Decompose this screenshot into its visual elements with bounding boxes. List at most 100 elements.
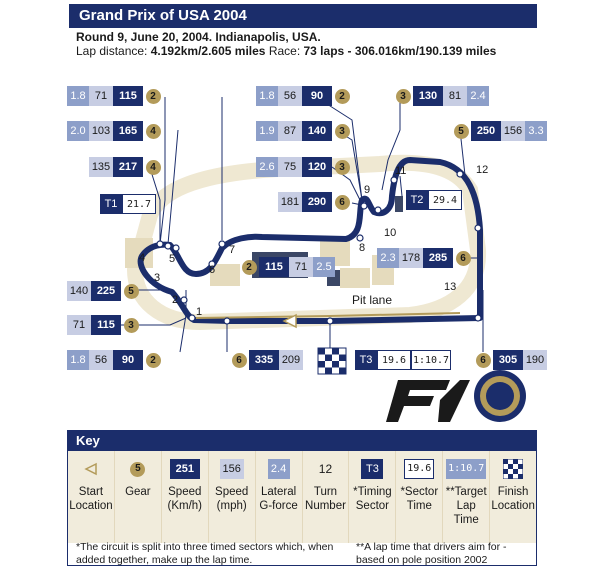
gear-value: 2 xyxy=(332,86,352,106)
start-marker xyxy=(282,313,297,329)
pit-lane-label: Pit lane xyxy=(352,293,393,307)
gear-badge: 3 xyxy=(395,88,411,104)
gear-badge: 3 xyxy=(123,317,139,333)
turn-label-11: 11 xyxy=(395,165,407,177)
kmh-sample: 251 xyxy=(169,459,200,479)
note-sectors: *The circuit is split into three timed s… xyxy=(76,541,334,566)
gear-badge: 6 xyxy=(231,352,247,368)
speed-mph-value: 178 xyxy=(399,248,423,268)
turn-markers xyxy=(156,170,482,325)
lateral-g-value: 1.8 xyxy=(67,350,89,370)
speed-mph-value: 56 xyxy=(278,86,302,106)
turn-label-9: 9 xyxy=(364,184,371,196)
speed-kmh-value: 115 xyxy=(91,315,121,335)
speed-kmh-value: 90 xyxy=(302,86,332,106)
speed-kmh-value: 285 xyxy=(423,248,453,268)
gear-icon: 5 xyxy=(128,459,148,479)
speed-kmh-value: 140 xyxy=(302,121,332,141)
speed-kmh-value: 130 xyxy=(413,86,443,106)
gear-badge: 5 xyxy=(123,283,139,299)
speed-mph-value: 81 xyxy=(443,86,467,106)
speed-mph-value: 56 xyxy=(89,350,113,370)
turn-label-13: 13 xyxy=(444,281,457,293)
speed-mph-value: 71 xyxy=(67,315,91,335)
connector-lines xyxy=(95,96,484,353)
gear-value: 4 xyxy=(143,121,163,141)
key-label: Finish Location xyxy=(491,486,535,512)
gear-value: 6 xyxy=(473,350,493,370)
speed-mph-value: 209 xyxy=(279,350,303,370)
lateral-g-value: 1.8 xyxy=(256,86,278,106)
timing-sector-label: T2 xyxy=(406,190,428,210)
speed-mph-value: 140 xyxy=(67,281,91,301)
gear-value: 4 xyxy=(143,157,163,177)
gear-badge: 6 xyxy=(334,194,350,210)
turn-icon: 12 xyxy=(318,462,333,476)
turn-label-10: 10 xyxy=(384,227,397,239)
key-item-tsec: T3*Timing Sector xyxy=(349,451,397,543)
speed-mph-value: 71 xyxy=(289,257,313,277)
key-label: Turn Number xyxy=(305,486,346,512)
gear-value: 2 xyxy=(143,350,163,370)
mph-icon: 156 xyxy=(219,459,244,479)
start-icon xyxy=(84,459,98,479)
gear-sample: 5 xyxy=(128,459,148,479)
sector-time-value: 19.6 xyxy=(377,350,411,370)
gear-badge: 5 xyxy=(130,461,146,477)
target-lap-sample: 1:10.7 xyxy=(446,459,487,479)
gear-badge: 4 xyxy=(145,123,161,139)
gear-badge: 4 xyxy=(145,159,161,175)
speed-kmh-value: 225 xyxy=(91,281,121,301)
key-item-target: 1:10.7**Target Lap Time xyxy=(443,451,491,543)
timing-sector-label: T1 xyxy=(100,194,122,214)
key-label: Speed (Km/h) xyxy=(167,486,203,512)
gear-badge: 3 xyxy=(334,159,350,175)
lateral-g-value: 3.3 xyxy=(525,121,547,141)
pit-lane xyxy=(195,312,461,319)
note-target: **A lap time that drivers aim for - base… xyxy=(356,541,507,566)
gear-value: 3 xyxy=(393,86,413,106)
lateral-g-value: 2.4 xyxy=(467,86,489,106)
gear-badge: 6 xyxy=(455,250,471,266)
speed-kmh-value: 305 xyxy=(493,350,523,370)
speed-kmh-value: 115 xyxy=(259,257,289,277)
speed-kmh-value: 165 xyxy=(113,121,143,141)
tsec-sample: T3 xyxy=(361,459,384,479)
distance-info: Lap distance: 4.192km/2.605 miles Race: … xyxy=(76,44,497,58)
speed-mph-value: 135 xyxy=(89,157,113,177)
speed-mph-value: 181 xyxy=(278,192,302,212)
gear-value: 6 xyxy=(332,192,352,212)
fia-logo xyxy=(474,370,526,422)
key-heading: Key xyxy=(68,431,536,451)
kmh-icon: 251 xyxy=(169,459,200,479)
lateral-g-value: 2.6 xyxy=(256,157,278,177)
gear-value: 3 xyxy=(332,121,352,141)
key-label: Gear xyxy=(125,486,151,498)
lateral-g-value: 1.9 xyxy=(256,121,278,141)
speed-mph-value: 75 xyxy=(278,157,302,177)
key-label: Lateral G-force xyxy=(259,486,298,512)
turn-label-2: 2 xyxy=(172,294,179,306)
turn-label-7: 7 xyxy=(229,244,236,256)
finish-flag-icon xyxy=(317,347,347,375)
key-item-flag: Finish Location xyxy=(490,451,536,543)
gear-badge: 6 xyxy=(475,352,491,368)
turn-label-1: 1 xyxy=(196,306,203,318)
